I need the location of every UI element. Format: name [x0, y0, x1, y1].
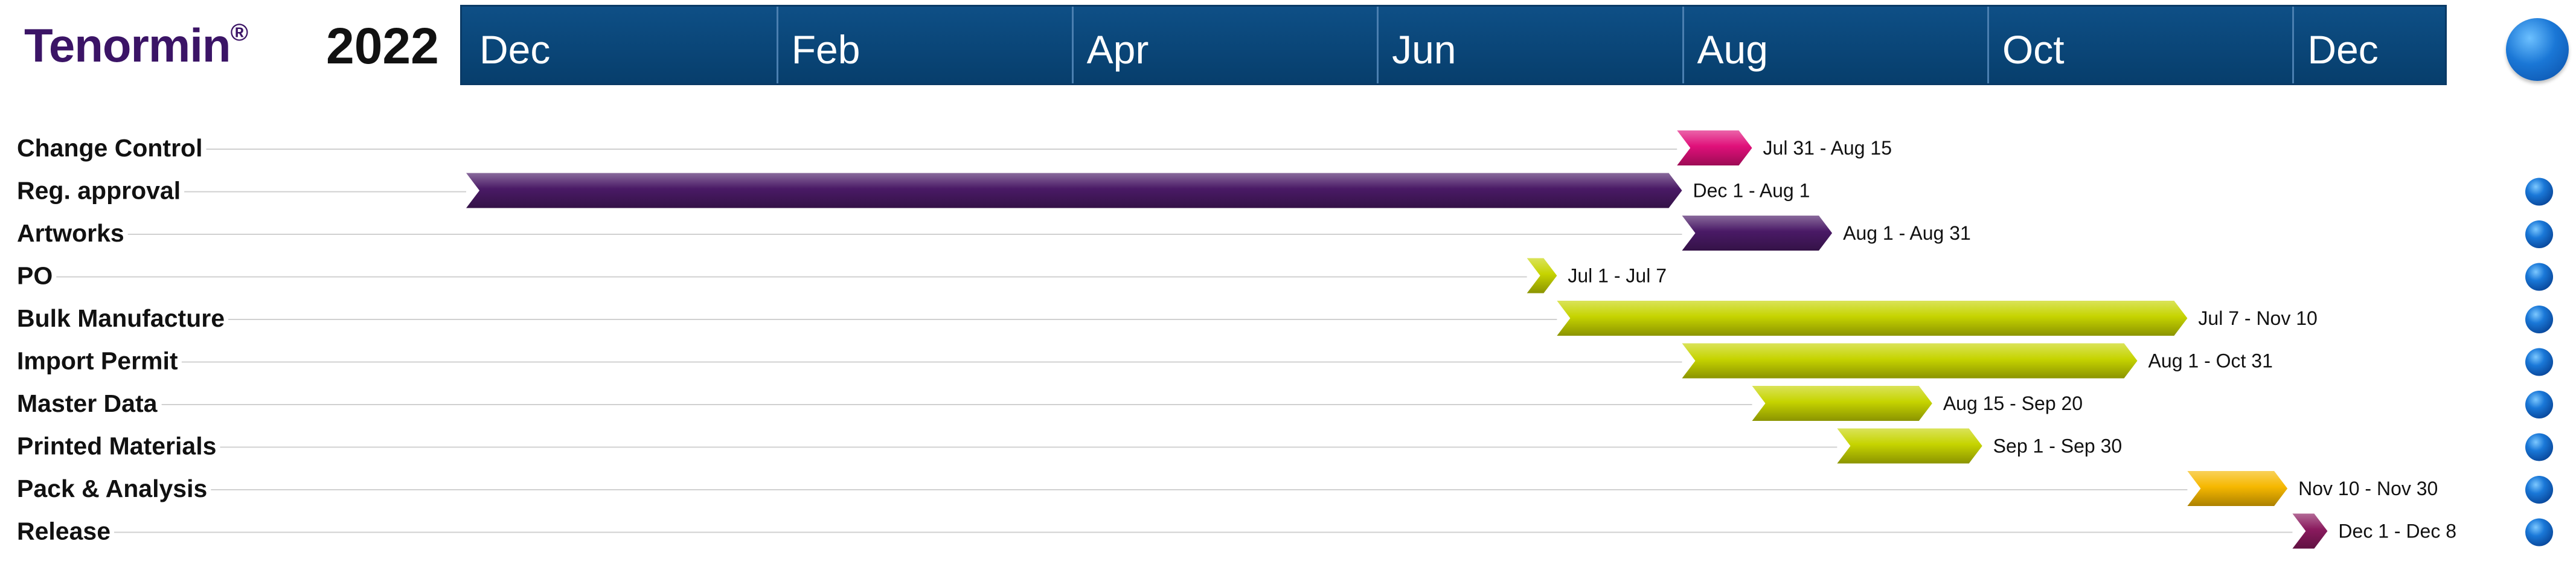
task-label: Artworks — [17, 219, 124, 247]
timescale-month-0: Dec — [479, 27, 551, 72]
blue-sphere-icon — [2525, 476, 2553, 504]
blue-sphere-icon — [2525, 263, 2553, 291]
task-label: Import Permit — [17, 347, 178, 375]
timescale-month-4: Aug — [1682, 7, 1987, 83]
blue-sphere-icon — [2525, 518, 2553, 546]
task-bar[interactable] — [1682, 343, 2138, 379]
gantt-row: Printed Materials Sep 1 - Sep 30 — [16, 428, 2553, 464]
task-bar[interactable] — [1677, 130, 1752, 165]
blue-sphere-icon — [2525, 178, 2553, 206]
task-label: Change Control — [17, 134, 202, 162]
task-label: Release — [17, 518, 111, 545]
task-date-label: Aug 1 - Aug 31 — [1843, 222, 1971, 244]
blue-sphere-icon — [2525, 306, 2553, 333]
gantt-row: Change Control Jul 31 - Aug 15 — [16, 130, 1892, 165]
timescale-month-2: Apr — [1071, 7, 1377, 83]
registered-mark: ® — [230, 19, 249, 46]
blue-sphere-icon — [2506, 18, 2569, 81]
blue-sphere-icon — [2525, 348, 2553, 376]
timescale-month-5: Oct — [1987, 7, 2292, 83]
gantt-row: PO Jul 1 - Jul 7 — [16, 258, 2553, 293]
gantt-row: Master Data Aug 15 - Sep 20 — [16, 386, 2553, 421]
timescale-month-6: Dec — [2292, 7, 2445, 83]
task-bar[interactable] — [1682, 216, 1833, 251]
task-date-label: Jul 7 - Nov 10 — [2198, 307, 2317, 329]
task-date-label: Jul 31 - Aug 15 — [1763, 137, 1892, 159]
task-bar[interactable] — [466, 173, 1682, 208]
gantt-row: Reg. approval Dec 1 - Aug 1 — [16, 173, 2553, 208]
task-date-label: Jul 1 - Jul 7 — [1568, 265, 1667, 287]
gantt-row: Pack & Analysis Nov 10 - Nov 30 — [16, 471, 2553, 506]
timescale-month-3: Jun — [1377, 7, 1682, 83]
task-bar[interactable] — [2292, 513, 2328, 549]
timescale-month-1: Feb — [776, 7, 1072, 83]
task-date-label: Nov 10 - Nov 30 — [2298, 478, 2438, 499]
year-label: 2022 — [326, 18, 439, 74]
task-bar[interactable] — [1557, 301, 2188, 336]
task-label: Printed Materials — [17, 432, 216, 460]
task-date-label: Sep 1 - Sep 30 — [1993, 435, 2122, 457]
gantt-row: Import Permit Aug 1 - Oct 31 — [16, 343, 2553, 379]
blue-sphere-icon — [2525, 391, 2553, 418]
blue-sphere-icon — [2525, 433, 2553, 461]
brand-logo: Tenormin® — [24, 18, 248, 73]
task-date-label: Dec 1 - Aug 1 — [1693, 180, 1810, 202]
task-label: Reg. approval — [17, 177, 181, 205]
gantt-row: Bulk Manufacture Jul 7 - Nov 10 — [16, 301, 2553, 336]
gantt-row: Release Dec 1 - Dec 8 — [16, 513, 2553, 549]
task-bar[interactable] — [1752, 386, 1932, 421]
blue-sphere-icon — [2525, 220, 2553, 248]
task-bar[interactable] — [1837, 428, 1982, 464]
task-date-label: Aug 1 - Oct 31 — [2148, 350, 2273, 372]
logo-text: Tenormin — [24, 19, 231, 72]
task-label: Bulk Manufacture — [17, 304, 225, 332]
gantt-row: Artworks Aug 1 - Aug 31 — [16, 216, 2553, 251]
task-bar[interactable] — [2187, 471, 2288, 506]
task-label: Master Data — [17, 389, 158, 417]
task-bar[interactable] — [1527, 258, 1557, 293]
task-label: PO — [17, 262, 53, 290]
task-date-label: Aug 15 - Sep 20 — [1943, 393, 2083, 414]
task-date-label: Dec 1 - Dec 8 — [2338, 521, 2456, 542]
task-label: Pack & Analysis — [17, 475, 207, 502]
